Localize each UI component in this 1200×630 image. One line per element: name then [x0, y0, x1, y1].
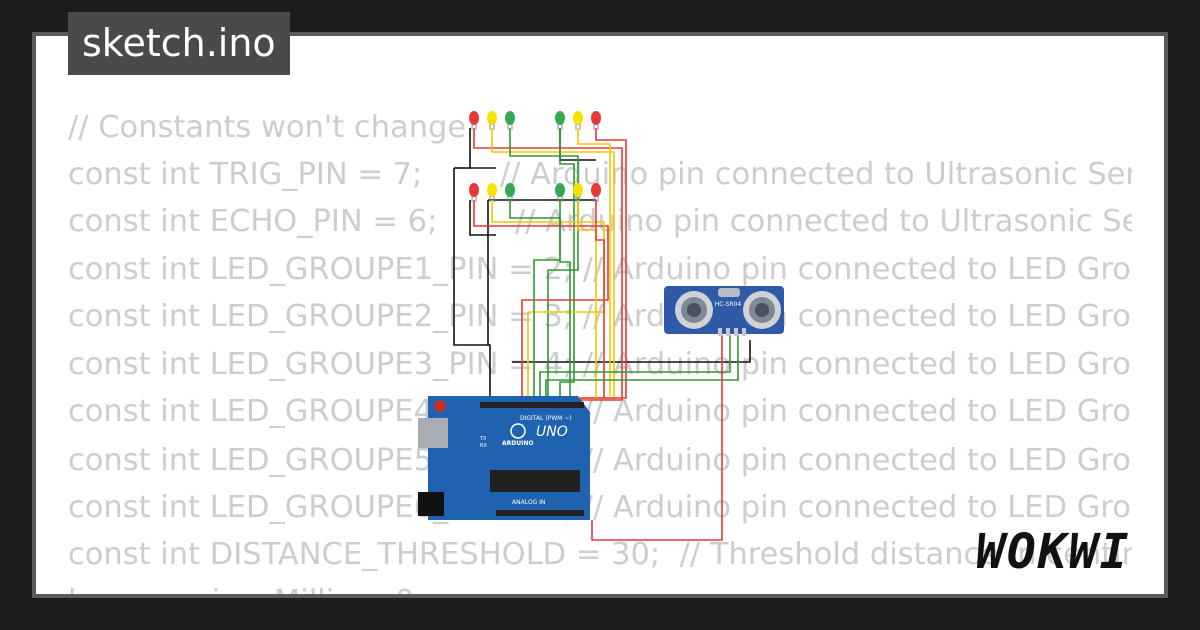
code-line: long previousMillis = 0; [68, 578, 425, 594]
wokwi-logo: WOKWI [976, 524, 1131, 580]
file-title: sketch.ino [68, 12, 290, 75]
code-line: const int LED_GROUPE4_PIN = 5; // Arduin… [68, 394, 1132, 429]
code-line: const int LED_GROUPE1_PIN = 2; // Arduin… [68, 252, 1132, 287]
right-edge [1168, 0, 1200, 630]
code-line: const int TRIG_PIN = 7; // Arduino pin c… [68, 157, 1132, 192]
code-line: const int LED_GROUPE3_PIN = 4; // Arduin… [68, 347, 1132, 382]
code-line: // Constants won't change [68, 110, 467, 145]
bottom-edge [0, 598, 1200, 630]
code-line: const int LED_GROUPE6_PIN = 9; // Arduin… [68, 490, 1132, 525]
code-line: const int LED_GROUPE5_PIN = 8; // Arduin… [68, 443, 1132, 478]
code-preview: // Constants won't change const int TRIG… [68, 104, 1132, 594]
preview-canvas: // Constants won't change const int TRIG… [36, 36, 1164, 594]
code-line: const int LED_GROUPE2_PIN = 3; // Arduin… [68, 299, 1132, 334]
code-line: const int ECHO_PIN = 6; // Arduino pin c… [68, 204, 1132, 239]
code-line: const int DISTANCE_THRESHOLD = 30; // Th… [68, 537, 1132, 572]
